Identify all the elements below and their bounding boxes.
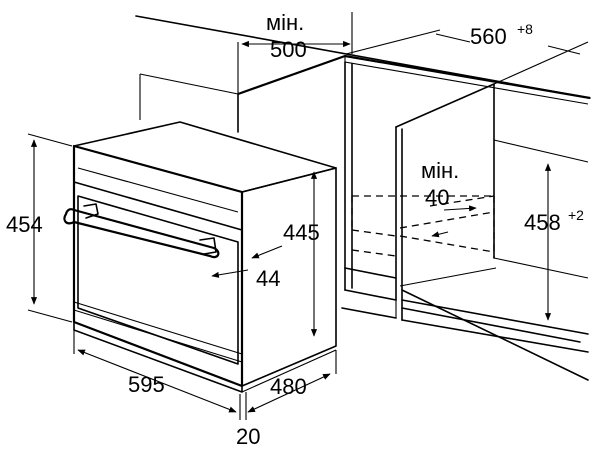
label-500: 500 — [270, 37, 307, 62]
oven-handle — [63, 203, 220, 259]
label-480: 480 — [270, 374, 307, 399]
dim-44: 44 — [211, 245, 283, 291]
label-min-top: мін. — [266, 10, 304, 35]
dim-480: 480 — [247, 350, 337, 413]
dim-445: 445 — [283, 171, 320, 337]
label-445: 445 — [283, 220, 320, 245]
label-44: 44 — [256, 266, 280, 291]
dim-500: мін. 500 — [237, 10, 353, 94]
dim-20: 20 — [236, 392, 260, 449]
label-min-mid: мін. — [421, 158, 459, 183]
label-560: 560 — [470, 24, 507, 49]
oven-body — [72, 121, 337, 393]
label-560-tol: +8 — [517, 21, 533, 37]
dim-595: 595 — [73, 326, 241, 420]
label-458: 458 — [524, 210, 561, 235]
label-20: 20 — [236, 424, 260, 449]
label-40: 40 — [425, 185, 449, 210]
label-458-tol: +2 — [568, 207, 584, 223]
dim-560: 560 +8 — [345, 21, 589, 85]
cabinet-niche — [135, 15, 591, 381]
dim-40: мін. 40 — [421, 158, 477, 238]
label-595: 595 — [128, 372, 165, 397]
dim-458: 458 +2 — [524, 163, 584, 321]
label-454: 454 — [6, 212, 43, 237]
dim-454: 454 — [6, 133, 73, 323]
